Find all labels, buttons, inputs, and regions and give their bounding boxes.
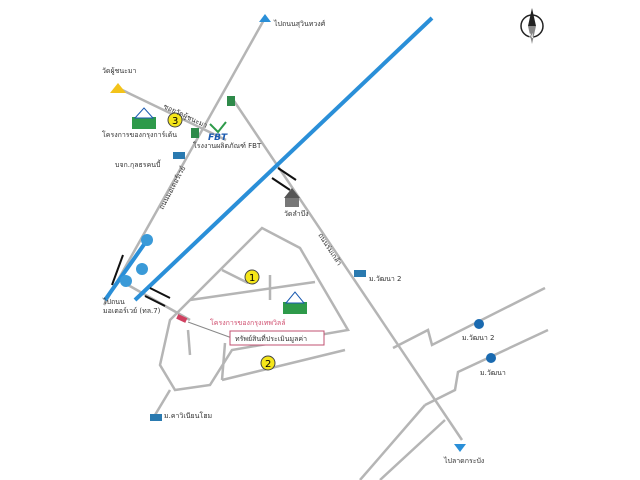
bridge-icon bbox=[111, 167, 297, 307]
interchange-marker-1 bbox=[141, 234, 153, 246]
label-village-e2: ม.วัฒนา 2 bbox=[462, 334, 495, 342]
label-temple-center: วัดลำบึง bbox=[284, 209, 309, 218]
marker-1: 1 bbox=[244, 269, 260, 285]
bus-icon bbox=[173, 152, 185, 159]
main-road-north bbox=[102, 17, 267, 306]
interchange-marker-3 bbox=[120, 275, 132, 287]
appraised-label-box bbox=[229, 330, 325, 346]
temple-icon bbox=[110, 83, 126, 93]
marker-2: 2 bbox=[260, 355, 276, 371]
project-house-icon bbox=[283, 291, 307, 314]
svg-text:N: N bbox=[529, 33, 534, 40]
label-to-west-2: มอเตอร์เวย์ (ทล.7) bbox=[103, 307, 161, 315]
road-village-1 bbox=[424, 328, 549, 407]
label-village-e1: ม.วัฒนา 2 bbox=[369, 275, 402, 283]
store-icon bbox=[227, 96, 235, 106]
svg-text:3: 3 bbox=[172, 116, 178, 127]
road-diagonal-east bbox=[230, 97, 464, 441]
label-fbt-factory: โรงงานผลิตภัณฑ์ FBT bbox=[193, 141, 262, 150]
road-network bbox=[102, 17, 549, 480]
road-village-2 bbox=[392, 286, 546, 350]
project-house-icon bbox=[132, 107, 156, 129]
label-project-main: โครงการของกรุงเทพวิลล์ bbox=[210, 318, 286, 327]
label-road-left: ถนนมอเตอร์เวย์ bbox=[158, 165, 188, 211]
store-icon bbox=[191, 128, 199, 138]
svg-text:2: 2 bbox=[265, 359, 271, 370]
label-to-north: ไปถนนสุวินทวงศ์ bbox=[273, 19, 326, 28]
village-pin-icon bbox=[474, 319, 484, 329]
appraised-plot bbox=[176, 314, 188, 323]
label-temple-north: วัดผู้ชนะมา bbox=[102, 67, 136, 75]
bus-icon bbox=[150, 414, 162, 421]
label-to-south: ไปลาดกระบัง bbox=[443, 456, 484, 465]
arrow-south-icon bbox=[454, 444, 466, 452]
svg-text:FBT: FBT bbox=[208, 133, 228, 143]
label-road-right: ถนนร่มเกล้า bbox=[316, 232, 343, 267]
temple-center-icon bbox=[284, 188, 300, 207]
label-project-3: โครงการของกรุงการ์เด้น bbox=[102, 130, 177, 139]
label-appraised: ทรัพย์สินที่ประเมินมูลค่า bbox=[235, 334, 307, 343]
label-company: บจก.กุลธรคนบี้ bbox=[115, 158, 162, 169]
label-village-e3: ม.วัฒนา bbox=[480, 369, 506, 377]
interchange-marker-2 bbox=[136, 263, 148, 275]
arrow-north-icon bbox=[259, 14, 271, 22]
compass-icon: N bbox=[520, 8, 544, 44]
project-loop-road bbox=[158, 226, 350, 392]
village-pin-icon bbox=[486, 353, 496, 363]
marker-3: 3 bbox=[167, 112, 183, 128]
expressway bbox=[103, 16, 434, 302]
svg-text:1: 1 bbox=[249, 273, 255, 284]
fbt-logo-icon bbox=[209, 121, 227, 134]
bus-icon bbox=[354, 270, 366, 277]
label-to-west: ไปถนน bbox=[102, 297, 125, 306]
label-village-sw: ม.คาวิเนียนโฮม bbox=[164, 411, 212, 420]
